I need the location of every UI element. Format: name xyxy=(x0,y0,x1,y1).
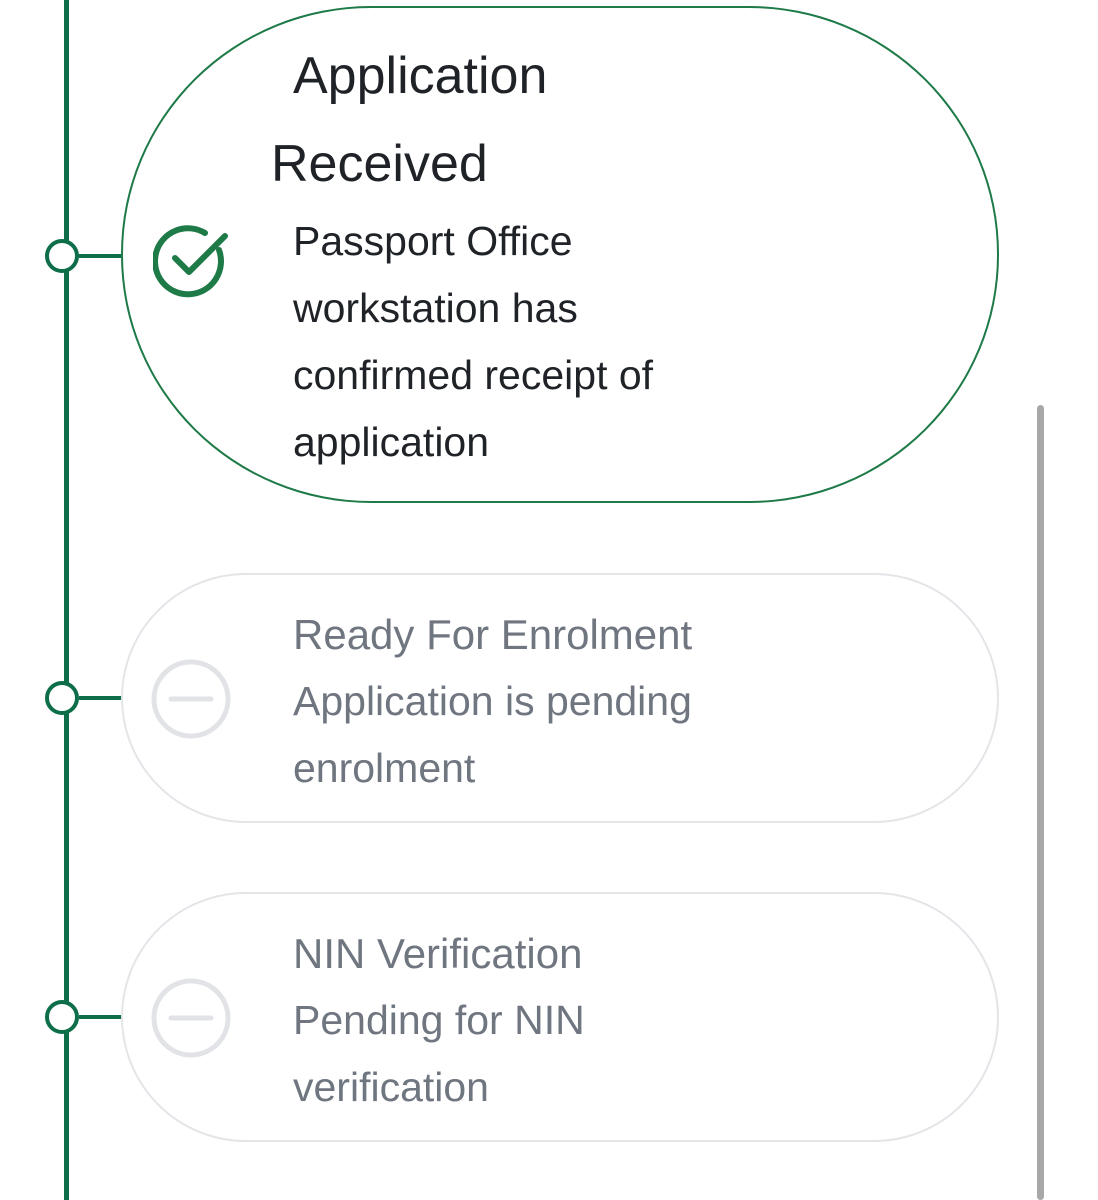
scrollbar[interactable] xyxy=(1037,405,1044,1200)
minus-circle-icon xyxy=(151,659,231,739)
step-card-nin-verification: NIN Verification Pending for NIN verific… xyxy=(121,892,999,1142)
timeline-line xyxy=(64,0,69,1200)
check-circle-icon xyxy=(153,225,228,298)
step-text: NIN Verification Pending for NIN verific… xyxy=(271,920,877,1121)
step-card-application-received: Application Received Passport Office wor… xyxy=(121,6,999,503)
timeline-node-nin-verification xyxy=(45,1000,79,1034)
step-title: Ready For Enrolment xyxy=(293,611,693,658)
step-title-line: Received xyxy=(271,135,488,193)
step-description: Passport Office workstation has confirme… xyxy=(293,218,654,465)
step-description: Application is pending enrolment xyxy=(293,678,692,791)
minus-circle-icon xyxy=(151,978,231,1058)
step-text: Application Received Passport Office wor… xyxy=(271,32,877,476)
step-description: Pending for NIN verification xyxy=(293,997,585,1110)
step-title: Application Received xyxy=(271,32,877,208)
timeline-connector xyxy=(79,696,153,700)
step-card-ready-for-enrolment: Ready For Enrolment Application is pendi… xyxy=(121,573,999,823)
timeline-node-ready-for-enrolment xyxy=(45,681,79,715)
step-title: NIN Verification xyxy=(293,930,583,977)
timeline-connector xyxy=(79,1015,153,1019)
timeline-node-application-received xyxy=(45,239,79,273)
timeline-connector xyxy=(79,254,159,258)
step-text: Ready For Enrolment Application is pendi… xyxy=(271,601,877,802)
step-title-line: Application xyxy=(293,47,548,105)
